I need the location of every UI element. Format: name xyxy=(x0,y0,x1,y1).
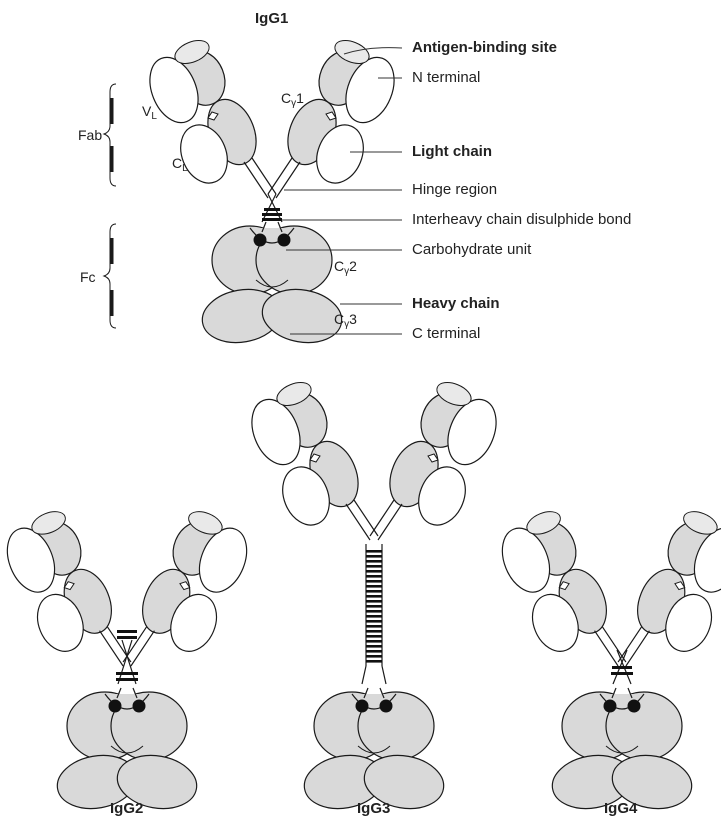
igg3-fab-right xyxy=(370,378,505,540)
label-cl: CL xyxy=(172,155,188,177)
igg4-molecule xyxy=(493,507,721,814)
igg3-disulphide-bond xyxy=(366,560,382,563)
label-fab: Fab xyxy=(78,126,102,144)
igg1-fab-left xyxy=(141,36,276,198)
fab-bracket xyxy=(104,84,116,186)
igg3-disulphide-bond xyxy=(366,570,382,573)
igg3-title: IgG3 xyxy=(357,800,390,818)
igg3-disulphide-bond xyxy=(366,630,382,633)
label-carbohydrate-unit: Carbohydrate unit xyxy=(412,241,531,259)
igg3-disulphide-bond xyxy=(366,585,382,588)
igg3-disulphide-bond xyxy=(366,595,382,598)
igg1-molecule xyxy=(141,36,403,349)
fragment-brackets xyxy=(104,84,116,328)
igg2-fab-right xyxy=(123,507,255,666)
igg2-fc xyxy=(53,688,201,815)
igg3-disulphide-bond xyxy=(366,650,382,653)
igg3-disulphide-bond xyxy=(366,635,382,638)
igg3-disulphide-bond xyxy=(366,640,382,643)
igg4-title: IgG4 xyxy=(604,800,637,818)
igg4-fab-right xyxy=(618,507,721,666)
igg3-disulphide-bond xyxy=(366,550,382,553)
igg3-disulphide-bond xyxy=(366,565,382,568)
label-interheavy-disulphide-bond: Interheavy chain disulphide bond xyxy=(412,211,631,229)
fc-bracket xyxy=(104,224,116,328)
label-antigen-binding-site: Antigen-binding site xyxy=(412,39,557,57)
igg1-fc xyxy=(198,222,346,349)
label-cgamma2: Cγ2 xyxy=(334,258,357,280)
igg4-fab-left xyxy=(493,507,625,666)
igg3-disulphide-bond xyxy=(366,615,382,618)
igg3-disulphide-bond xyxy=(366,625,382,628)
label-cgamma3: Cγ3 xyxy=(334,311,357,333)
label-fc: Fc xyxy=(80,268,96,286)
igg3-disulphide-bond xyxy=(366,660,382,663)
igg1-hinge xyxy=(262,194,282,222)
igg3-disulphide-bond xyxy=(366,610,382,613)
igg2-molecule xyxy=(0,507,256,814)
igg3-disulphide-bond xyxy=(366,575,382,578)
igg3-disulphide-bond xyxy=(366,620,382,623)
label-heavy-chain: Heavy chain xyxy=(412,295,500,313)
label-n-terminal: N terminal xyxy=(412,69,480,87)
igg3-disulphide-bond xyxy=(366,605,382,608)
igg2-title: IgG2 xyxy=(110,800,143,818)
igg3-fc xyxy=(300,688,448,815)
igg3-disulphide-bond xyxy=(366,580,382,583)
igg3-disulphide-bond xyxy=(366,655,382,658)
label-c-terminal: C terminal xyxy=(412,325,480,343)
igg3-disulphide-bond xyxy=(366,600,382,603)
label-cgamma1: Cγ1 xyxy=(281,90,304,112)
label-light-chain: Light chain xyxy=(412,143,492,161)
igg3-disulphide-bond xyxy=(366,645,382,648)
igg4-hinge xyxy=(611,650,633,684)
igg3-disulphide-bond xyxy=(366,590,382,593)
igg1-fab-right xyxy=(268,36,403,198)
label-vl: VL xyxy=(142,103,157,125)
igg3-fab-left xyxy=(243,378,378,540)
igg3-disulphide-ladder xyxy=(366,550,382,663)
igg4-fc xyxy=(548,688,696,815)
igg3-disulphide-bond xyxy=(366,555,382,558)
igg2-fab-left xyxy=(0,507,131,666)
label-hinge-region: Hinge region xyxy=(412,181,497,199)
igg3-molecule xyxy=(243,378,505,815)
igg2-hinge xyxy=(116,630,138,684)
igg3-hinge xyxy=(362,544,386,684)
igg1-title: IgG1 xyxy=(255,10,288,28)
